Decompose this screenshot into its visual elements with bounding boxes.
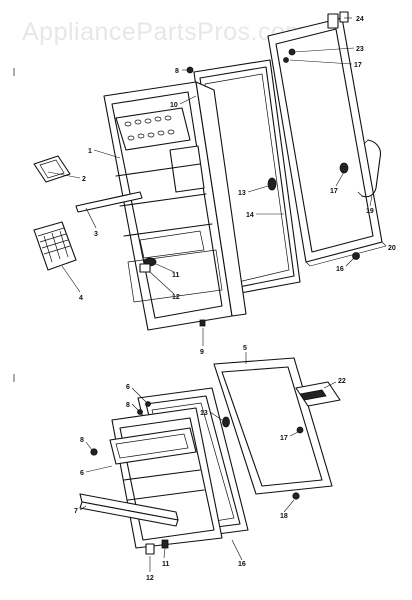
bottom-screw <box>199 319 206 327</box>
callout-12: 12 <box>146 575 154 582</box>
hinge-cap <box>296 426 304 434</box>
freezer-shelf-bar <box>79 493 179 527</box>
door-inner-liner <box>103 81 247 331</box>
callout-9: 9 <box>200 349 204 356</box>
freezer-door-outer-panel <box>213 357 341 495</box>
gasket-mount-part <box>267 177 277 191</box>
top-hinge <box>283 11 349 63</box>
leader-lines-lower <box>79 352 337 572</box>
callout-17: 17 <box>330 188 338 195</box>
butter-compartment <box>33 221 77 271</box>
callout-18: 18 <box>280 513 288 520</box>
leader-lines-upper <box>47 17 373 346</box>
callout-24: 24 <box>356 16 364 23</box>
callout-4: 4 <box>79 295 83 302</box>
callout-3: 3 <box>94 231 98 238</box>
callout-22: 22 <box>338 378 346 385</box>
callout-11: 11 <box>172 272 180 279</box>
callout-8: 8 <box>126 402 130 409</box>
callout-17: 17 <box>280 435 288 442</box>
door-handle <box>357 139 382 198</box>
callout-labels: 24 23 17 8 10 1 2 3 4 13 14 11 12 17 19 … <box>74 16 396 582</box>
callout-19: 19 <box>366 208 374 215</box>
callout-5: 5 <box>243 345 247 352</box>
can-rack <box>33 155 71 183</box>
callout-7: 7 <box>74 508 78 515</box>
hinge-cap <box>339 162 349 174</box>
callout-11: 11 <box>162 561 170 568</box>
callout-16: 16 <box>336 266 344 273</box>
callout-8: 8 <box>80 437 84 444</box>
callout-13: 13 <box>200 410 208 417</box>
bottom-hinge-bracket <box>145 543 155 555</box>
callout-17: 17 <box>354 62 362 69</box>
callout-16: 16 <box>238 561 246 568</box>
callout-8: 8 <box>175 68 179 75</box>
hinge-pin <box>292 492 300 500</box>
callout-1: 1 <box>88 148 92 155</box>
callout-23: 23 <box>356 46 364 53</box>
egg-tray <box>124 115 175 141</box>
fresh-food-door-outer-panel <box>267 17 387 267</box>
callout-10: 10 <box>170 102 178 109</box>
callout-6: 6 <box>126 384 130 391</box>
callout-12: 12 <box>172 294 180 301</box>
door-shelf-bar <box>75 191 143 213</box>
callout-14: 14 <box>246 212 254 219</box>
screw <box>90 448 98 456</box>
bottom-hinge-bushing <box>161 539 169 549</box>
screw <box>145 401 151 407</box>
watermark: AppliancePartsPros.com <box>22 18 307 46</box>
gasket-mount-part <box>222 416 230 428</box>
callout-13: 13 <box>238 190 246 197</box>
callout-2: 2 <box>82 176 86 183</box>
callout-20: 20 <box>388 245 396 252</box>
hinge-pin <box>352 252 360 260</box>
callout-6: 6 <box>80 470 84 477</box>
